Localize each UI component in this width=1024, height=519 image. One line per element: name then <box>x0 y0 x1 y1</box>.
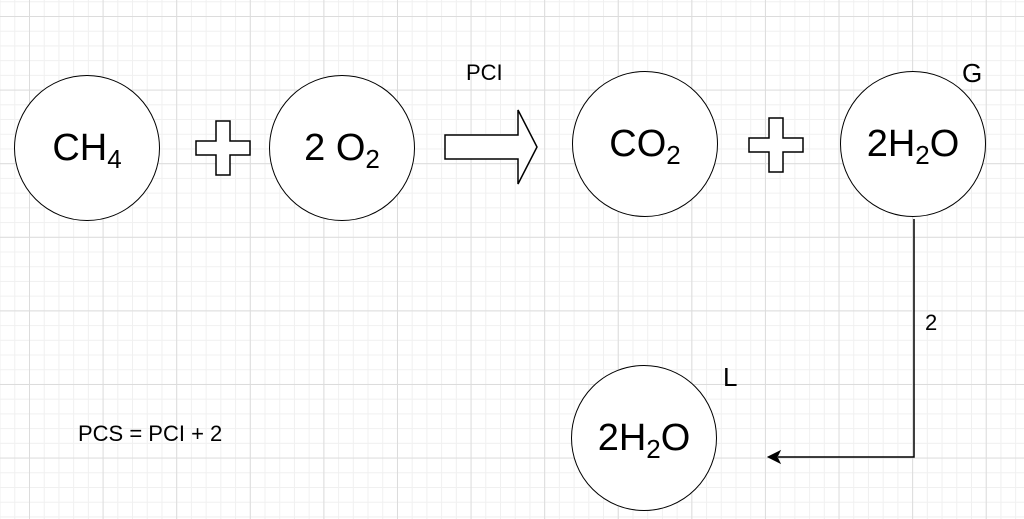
formula-text: PCS = PCI + 2 <box>78 421 223 446</box>
reactant-ch4-label: CH4 <box>52 126 122 174</box>
product-h2o-gas-label: 2H2O <box>866 122 960 170</box>
reactant-o2-label: 2 O2 <box>304 126 380 174</box>
h2o-liquid[interactable]: 2H2O <box>571 365 717 511</box>
gas-state-label: G <box>962 58 983 88</box>
product-co2[interactable]: CO2 <box>572 71 718 217</box>
condensation-edge[interactable] <box>778 219 915 458</box>
edge-label: 2 <box>925 310 938 335</box>
liquid-state-label: L <box>723 362 738 392</box>
arrow-label-pci: PCI <box>466 60 503 85</box>
reactant-ch4[interactable]: CH4 <box>14 75 160 221</box>
reactant-o2[interactable]: 2 O2 <box>269 75 415 221</box>
reaction-arrow[interactable] <box>444 109 538 185</box>
product-h2o-gas[interactable]: 2H2O <box>840 71 986 217</box>
plus-sign-2[interactable] <box>748 117 804 173</box>
plus-sign-1[interactable] <box>195 120 251 176</box>
edge-arrowhead <box>766 449 782 465</box>
h2o-liquid-label: 2H2O <box>597 416 691 464</box>
product-co2-label: CO2 <box>609 122 681 170</box>
